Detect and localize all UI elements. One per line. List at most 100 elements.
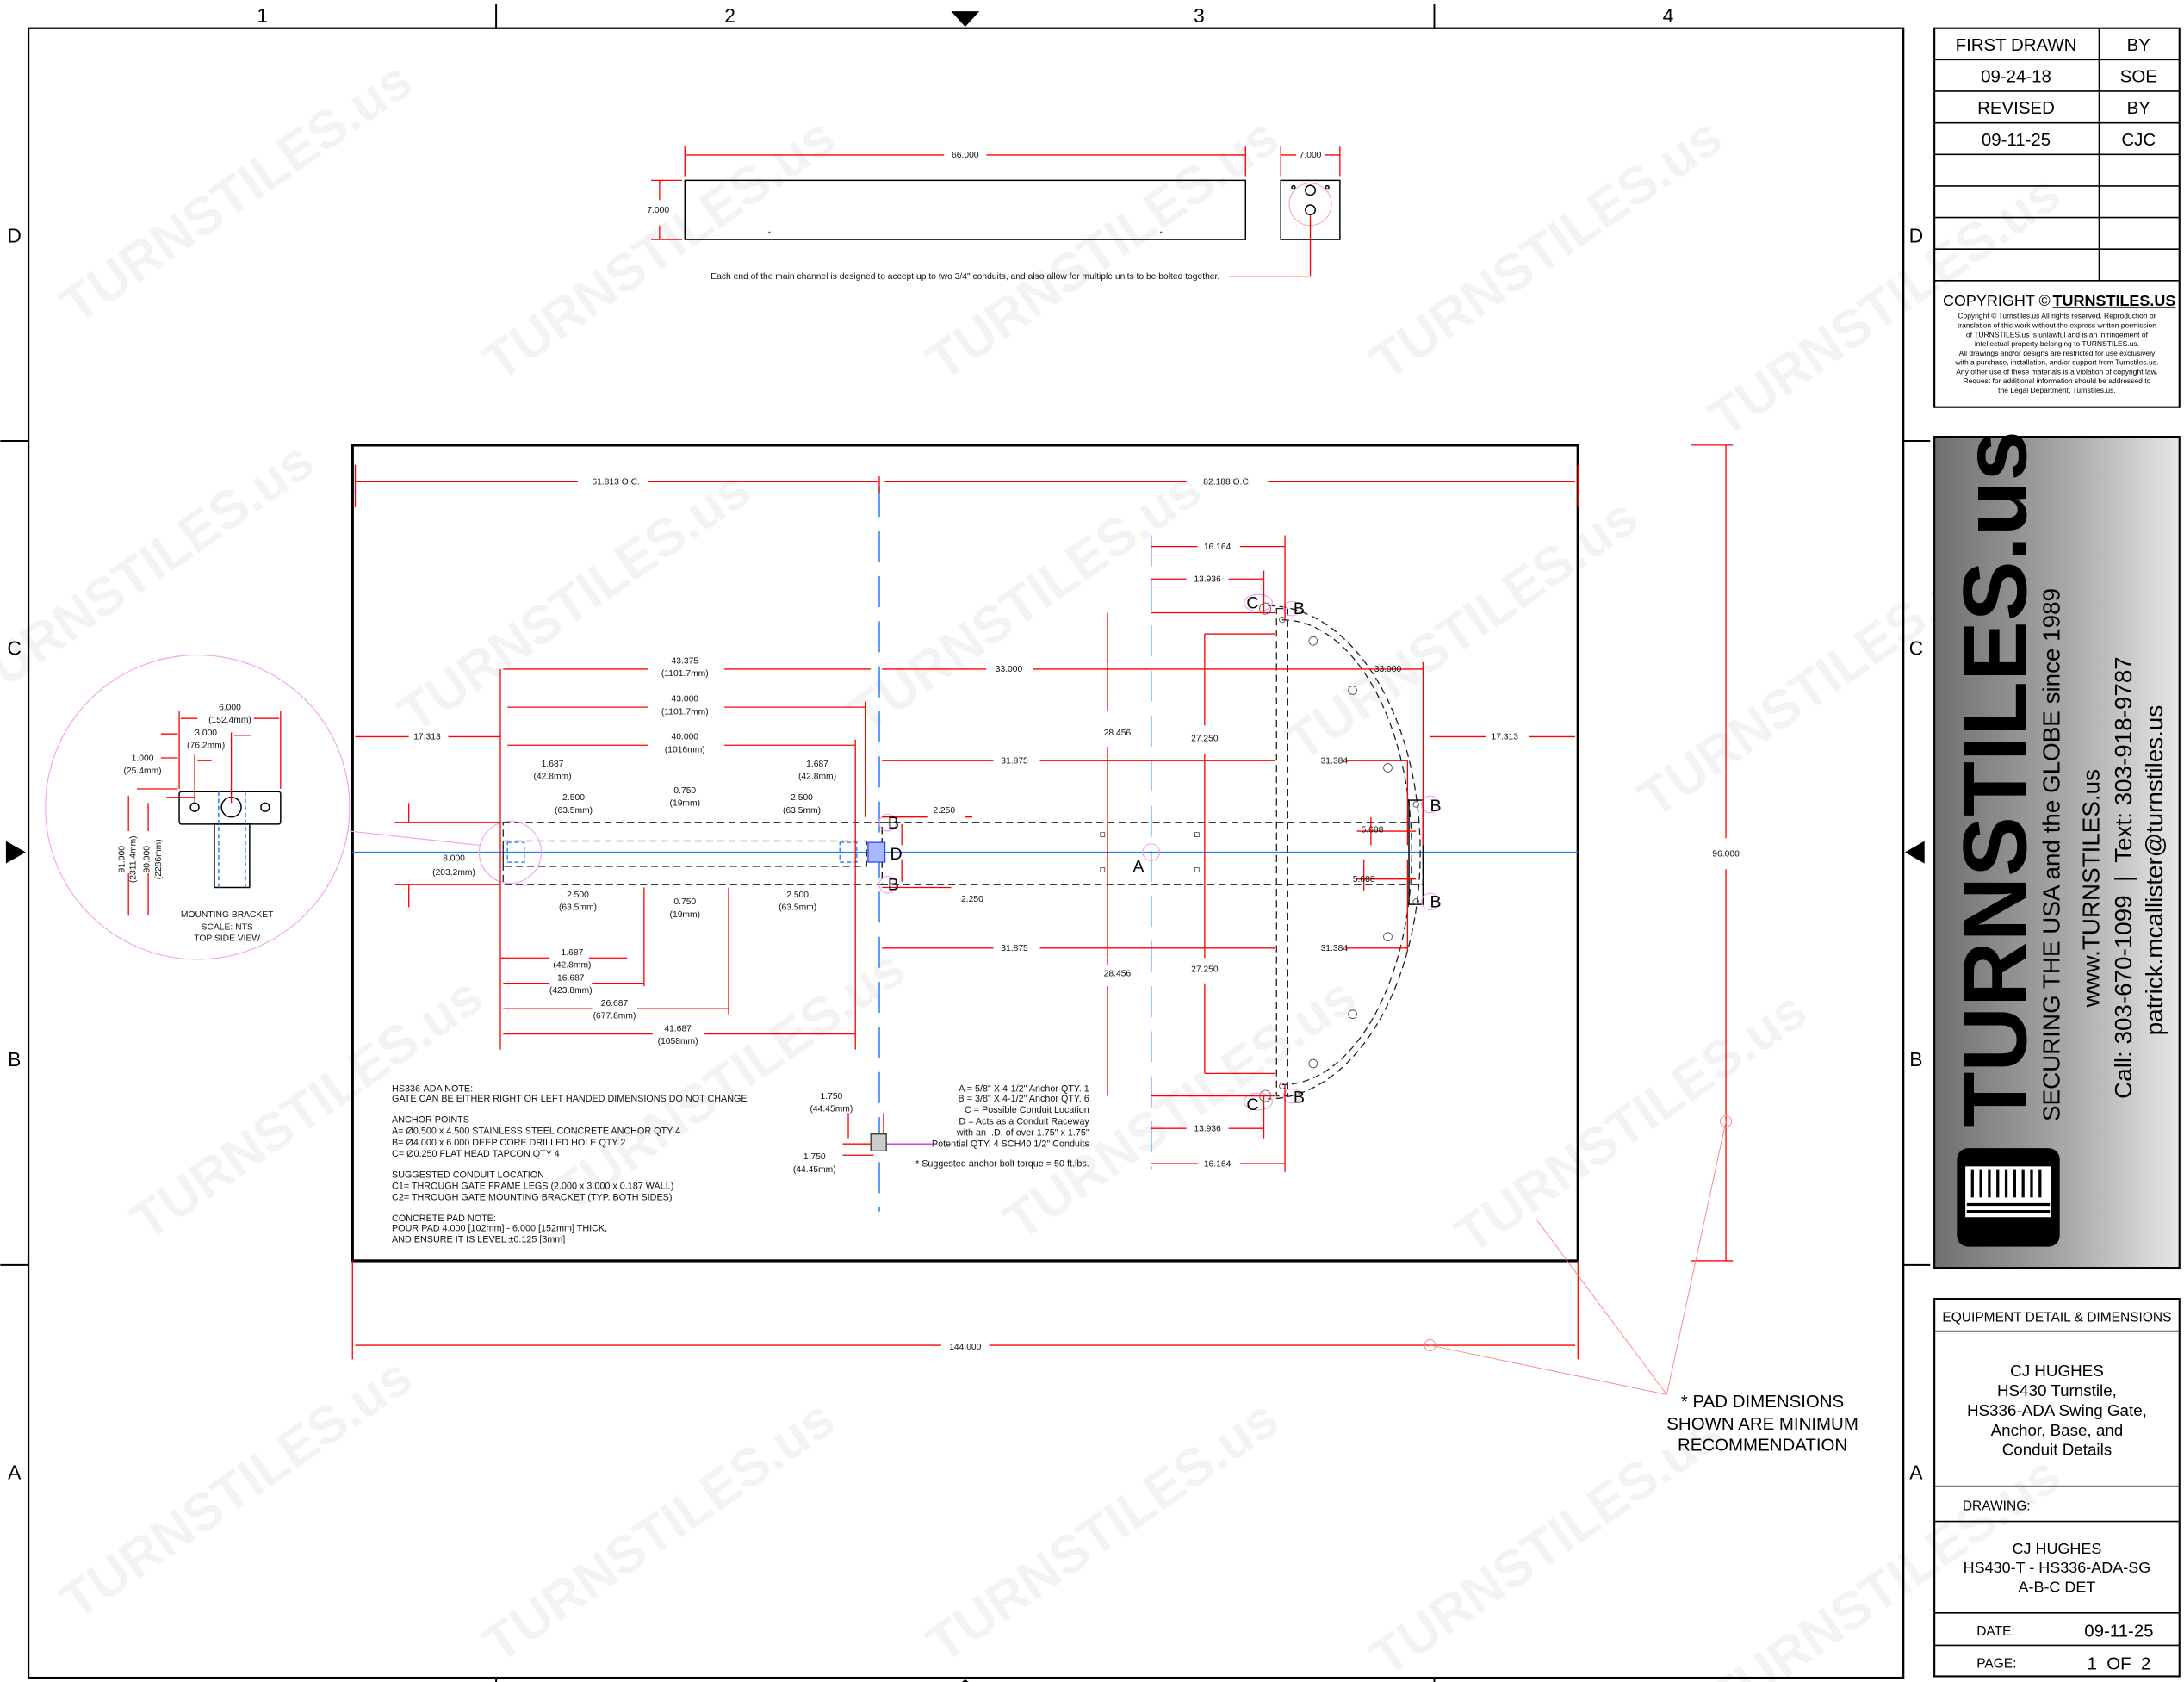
logo-tagline: SECURING THE USA and the GLOBE since 198… — [2038, 588, 2065, 1121]
grid-ticks — [0, 3, 1931, 1682]
legend-line: with an I.D. of over 1.75" x 1.75" — [956, 1127, 1089, 1138]
pad-note-line: * PAD DIMENSIONS — [1681, 1392, 1844, 1412]
anchor-label-b: B — [1430, 797, 1442, 816]
grid-column-label: 1 — [257, 1681, 268, 1682]
dimension-label: 33.000 — [1374, 665, 1402, 674]
copyright-line: of TURNSTILES.us is unlawful and is an i… — [1966, 330, 2149, 338]
revision-cell: BY — [2127, 35, 2151, 55]
dimension-label: (2311.4mm) — [128, 835, 138, 883]
dimension-label: 91.000 — [117, 846, 127, 873]
watermark-text: TURNSTILES.us — [839, 459, 1212, 745]
note-line: B= Ø4.000 x 6.000 DEEP CORE DRILLED HOLE… — [392, 1138, 625, 1148]
note-line: C1= THROUGH GATE FRAME LEGS (2.000 x 3.0… — [392, 1182, 673, 1192]
grid-row-label: C — [7, 637, 22, 660]
title-line: CJ HUGHES — [2010, 1362, 2104, 1380]
dimension-label: (677.8mm) — [593, 1012, 636, 1021]
anchor-label-a: A — [1132, 857, 1145, 876]
note-line: POUR PAD 4.000 [102mm] - 6.000 [152mm] T… — [392, 1224, 607, 1234]
dimension-label: 40.000 — [672, 733, 699, 742]
dimension-label: 7.000 — [1300, 151, 1322, 160]
dimension-label: 82.188 O.C. — [1203, 478, 1251, 487]
note-line: GATE CAN BE EITHER RIGHT OR LEFT HANDED … — [392, 1094, 748, 1104]
dimension-label: (42.8mm) — [534, 773, 572, 782]
dimension-label: (19mm) — [670, 799, 700, 809]
dimension-label: (1101.7mm) — [661, 669, 709, 679]
dimension-label: 8.000 — [443, 853, 465, 863]
dimension-label: 2.500 — [567, 891, 589, 900]
dimension-label: (1058mm) — [658, 1037, 698, 1046]
dimension-label: 1.687 — [806, 760, 828, 769]
dimension-label: (1016mm) — [665, 745, 705, 754]
dimension-label: 2.500 — [791, 793, 813, 803]
bracket-caption: TOP SIDE VIEW — [194, 934, 260, 944]
watermark-text: TURNSTILES.us — [916, 107, 1289, 393]
copyright-line: All drawings and/or designs are restrict… — [1959, 349, 2156, 357]
dimension-label: (63.5mm) — [559, 903, 597, 913]
legend-line: D = Acts as a Conduit Raceway — [959, 1116, 1089, 1127]
note-line: C2= THROUGH GATE MOUNTING BRACKET (TYP. … — [392, 1193, 672, 1203]
channel-top-view: Each end of the main channel is designed… — [651, 146, 1341, 282]
dimension-label: 13.936 — [1194, 1124, 1221, 1133]
dimension-label: 0.750 — [673, 897, 696, 907]
page-label: PAGE: — [1976, 1657, 2016, 1672]
title-block-header: EQUIPMENT DETAIL & DIMENSIONS — [1942, 1310, 2171, 1325]
dimension-label: 96.000 — [1712, 849, 1740, 859]
dimension-label: 1.750 — [803, 1152, 826, 1162]
dimension-label: (1101.7mm) — [661, 707, 709, 717]
title-line: HS430 Turnstile, — [1997, 1381, 2117, 1400]
dimension-label: (63.5mm) — [779, 903, 816, 913]
revision-cell: 09-24-18 — [1981, 67, 2051, 87]
dimension-label: 16.687 — [557, 973, 585, 983]
dimension-label: (63.5mm) — [555, 806, 593, 816]
copyright-brand: TURNSTILES.US — [2053, 292, 2176, 309]
dimension-label: 5.688 — [1353, 875, 1375, 884]
copyright-line: Copyright © Turnstiles.us All rights res… — [1958, 312, 2156, 320]
dimension-label: 16.164 — [1204, 1159, 1232, 1169]
dimension-label: (19mm) — [670, 910, 700, 920]
dimension-label: 31.875 — [1001, 944, 1028, 953]
revision-cell: CJC — [2121, 130, 2156, 150]
dimension-label: 7.000 — [647, 206, 669, 215]
grid-column-label: 3 — [1194, 1681, 1205, 1682]
dimension-label: 66.000 — [952, 151, 979, 160]
note-line: A= Ø0.500 x 4.500 STAINLESS STEEL CONCRE… — [392, 1127, 680, 1137]
pad-note-leaders — [1424, 1114, 1733, 1395]
grid-row-label: D — [1909, 224, 1924, 246]
title-block: EQUIPMENT DETAIL & DIMENSIONS DRAWING: D… — [1933, 1298, 2181, 1678]
general-notes: HS336-ADA NOTE:GATE CAN BE EITHER RIGHT … — [392, 1084, 748, 1245]
dimension-label: 1.750 — [821, 1092, 843, 1102]
turnstile-logo-icon — [1957, 1148, 2060, 1247]
dimension-label: 41.687 — [664, 1024, 692, 1033]
date-value: 09-11-25 — [2084, 1622, 2153, 1642]
revision-cell: 09-11-25 — [1982, 130, 2051, 150]
dimension-label: 6.000 — [219, 703, 241, 712]
anchor-label-c: C — [1246, 594, 1258, 613]
legend-line: Potential QTY. 4 SCH40 1/2" Conduits — [932, 1139, 1089, 1149]
note-line: SUGGESTED CONDUIT LOCATION — [392, 1170, 544, 1180]
dimension-label: 61.813 O.C. — [592, 478, 640, 487]
copyright-line: translation of this work without the exp… — [1958, 320, 2156, 329]
logo-website: www.TURNSTILES.us — [2078, 769, 2105, 1008]
note-line: AND ENSURE IT IS LEVEL ±0.125 [3mm] — [392, 1235, 565, 1245]
concrete-pad — [351, 444, 1579, 1263]
conduit-raceway-section — [870, 1133, 887, 1152]
anchor-label-b: B — [888, 814, 899, 833]
anchor-label-c: C — [1246, 1095, 1258, 1114]
dimension-label: (25.4mm) — [124, 767, 162, 776]
dimension-label: 33.000 — [996, 665, 1023, 674]
dimension-label: 2.250 — [933, 806, 955, 816]
grid-row-label: A — [1909, 1461, 1923, 1483]
dimension-label: 27.250 — [1191, 965, 1219, 975]
grid-column-label: 2 — [724, 1681, 735, 1682]
title-line: HS336-ADA Swing Gate, — [1967, 1401, 2147, 1419]
note-line: C= Ø0.250 FLAT HEAD TAPCON QTY 4 — [392, 1149, 560, 1159]
dimension-label: (203.2mm) — [432, 868, 475, 878]
legend-line: * Suggested anchor bolt torque = 50 ft.l… — [915, 1158, 1089, 1169]
grid-column-label: 1 — [257, 4, 268, 27]
dimension-label: 2.500 — [562, 793, 585, 803]
revision-cell: REVISED — [1977, 98, 2055, 118]
dimension-label: 28.456 — [1104, 729, 1132, 738]
legend-line: B = 3/8" X 4-1/2" Anchor QTY. 6 — [959, 1094, 1089, 1104]
